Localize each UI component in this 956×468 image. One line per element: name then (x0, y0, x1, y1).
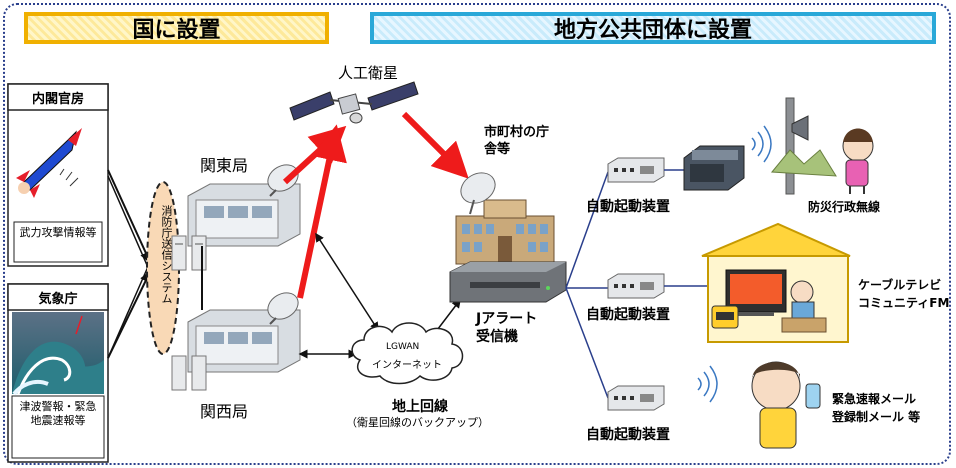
loudspeaker-pole-icon (770, 97, 837, 195)
auto-start-label-3: 自動起動装置 (586, 427, 670, 443)
kansai-dish-icon (267, 292, 299, 325)
jma-title: 気象庁 (38, 291, 78, 307)
lgwan-label: LGWAN (386, 342, 420, 352)
email-label: 緊急速報メール 登録制メール 等 (832, 392, 921, 424)
jalert-receiver-label: Jアラート受信機 (476, 311, 538, 345)
cabinet-box (7, 83, 109, 267)
fdma-system-label: 消防庁送信システム (160, 205, 173, 304)
backup-note-label: （衛星回線のバックアップ） (346, 416, 489, 429)
kansai-station-label: 関西局 (200, 402, 249, 421)
tsunami-wave-icon (12, 312, 104, 396)
municipal-office-label: 市町村の庁舎等 (484, 125, 550, 157)
ground-line-label: 地上回線 (392, 399, 448, 415)
lgwan-cloud (351, 322, 464, 385)
missile-icon (16, 128, 82, 198)
auto-start-label-2: 自動起動装置 (586, 307, 670, 323)
distribution-lines (565, 171, 609, 399)
auto-start-device-1 (607, 157, 665, 183)
cabinet-title: 内閣官房 (31, 91, 84, 107)
header-local-label: 地方公共団体に設置 (553, 18, 752, 43)
header-local: 地方公共団体に設置 (370, 12, 936, 44)
header-national-label: 国に設置 (132, 18, 221, 43)
radio-console-icon (664, 145, 745, 191)
auto-start-label-1: 自動起動装置 (586, 199, 670, 215)
jma-info: 津波警報・緊急地震速報等 (19, 400, 97, 427)
girl-listening-icon (842, 128, 874, 194)
auto-start-device-2 (607, 273, 665, 299)
jalert-receiver-icon (449, 261, 567, 303)
jma-box (7, 283, 109, 463)
diagram-frame (3, 3, 951, 465)
signal-waves-icon (751, 125, 772, 163)
house-catv-icon (664, 222, 851, 343)
internet-label: インターネット (372, 360, 442, 371)
kanto-station-equipment (171, 183, 301, 271)
disaster-radio-label: 防災行政無線 (808, 200, 881, 214)
cabinet-info: 武力攻撃情報等 (19, 226, 97, 239)
municipal-dish-icon (460, 172, 496, 215)
signal-waves-email-icon (697, 365, 718, 403)
satellite-icon (289, 81, 419, 124)
satellite-label: 人工衛星 (338, 64, 399, 82)
municipal-building-icon (455, 199, 555, 265)
header-national: 国に設置 (24, 12, 329, 44)
person-with-phone-icon (751, 361, 821, 449)
auto-start-device-3 (607, 385, 665, 411)
kansai-station-equipment (171, 309, 301, 391)
catv-label: ケーブルテレビ コミュニティFM (858, 278, 950, 310)
kanto-station-label: 関東局 (200, 156, 249, 175)
